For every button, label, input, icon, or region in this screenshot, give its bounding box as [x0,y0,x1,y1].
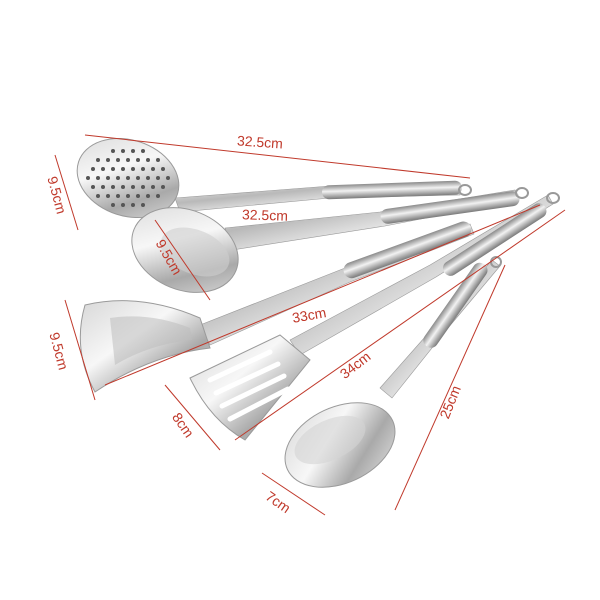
skimmer-hole [96,194,100,198]
skimmer-hole [86,176,90,180]
skimmer-hole [121,167,125,171]
skimmer-hole [91,185,95,189]
skimmer-hole [141,149,145,153]
skimmer-hole [141,203,145,207]
skimmer-hole [146,176,150,180]
skimmer-hole [91,167,95,171]
skimmer-hole [166,176,170,180]
skimmer-hole [146,158,150,162]
skimmer-hole [111,167,115,171]
skimmer-hole [121,185,125,189]
skimmer-hole [116,176,120,180]
dimension-lines [54,134,566,516]
skimmer-hole [141,185,145,189]
skimmer-hole [146,194,150,198]
skimmer-hole [106,176,110,180]
skimmer-hole [126,194,130,198]
skimmer-hole [96,158,100,162]
skimmer-hole [111,149,115,153]
skimmer-hole [106,158,110,162]
skimmer-hole [106,194,110,198]
skimmer-utensil [76,137,472,219]
skimmer-hole [131,167,135,171]
skimmer-hole [141,167,145,171]
skimmer-length-label: 32.5cm [236,132,284,152]
skimmer-hole [131,203,135,207]
skimmer-hole [151,185,155,189]
skimmer-hole [121,203,125,207]
skimmer-hole [156,158,160,162]
ladle-length-label: 32.5cm [241,206,289,224]
ladle-utensil [131,187,529,293]
skimmer-hole [116,194,120,198]
slotted-turner-utensil [189,192,560,441]
skimmer-hole [126,176,130,180]
skimmer-hole [101,167,105,171]
skimmer-hole [96,176,100,180]
skimmer-hole [136,158,140,162]
skimmer-hole [111,203,115,207]
skimmer-hole [136,194,140,198]
skimmer-hole [156,194,160,198]
serving-spoon-utensil [284,256,502,488]
skimmer-hole [111,185,115,189]
skimmer-hole [116,158,120,162]
wok-turner-utensil [79,221,475,393]
skimmer-hole [156,176,160,180]
skimmer-hole [126,158,130,162]
skimmer-hole [136,176,140,180]
skimmer-hole [101,185,105,189]
skimmer-hole [131,149,135,153]
skimmer-hole [121,149,125,153]
skimmer-hole [131,185,135,189]
skimmer-hole [161,167,165,171]
skimmer-hole [161,185,165,189]
skimmer-hole [151,167,155,171]
